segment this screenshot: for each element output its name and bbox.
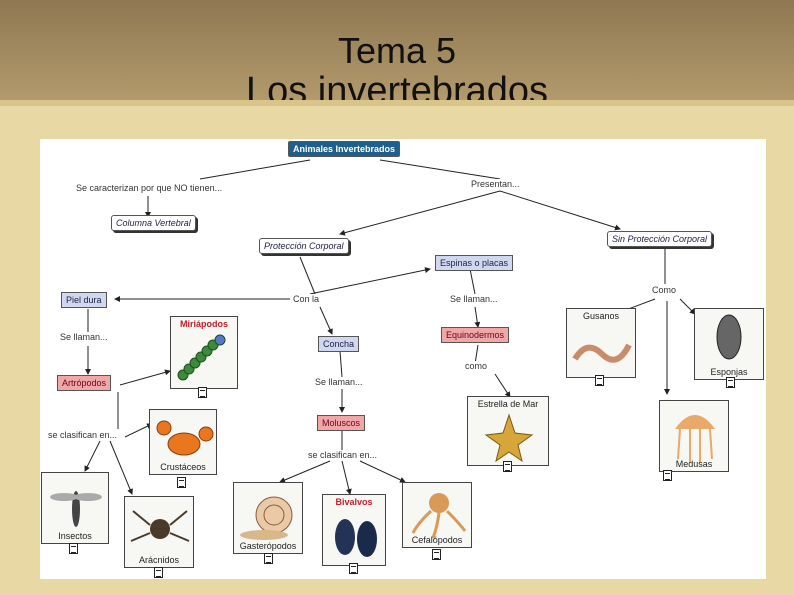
millipede-icon	[177, 334, 226, 381]
starfish-icon	[484, 413, 534, 463]
node-root[interactable]: Animales Invertebrados	[288, 141, 401, 157]
note-icon[interactable]	[432, 549, 441, 560]
image-crustaceos[interactable]: Crustáceos	[149, 409, 217, 475]
jellyfish-icon	[675, 415, 715, 463]
label-cefalopodos: Cefalópodos	[411, 535, 463, 545]
label-gasteropodos: Gasterópodos	[239, 541, 297, 551]
label-estrella-de-mar: Estrella de Mar	[477, 399, 539, 409]
image-medusas[interactable]: Medusas	[659, 400, 729, 472]
image-gusanos[interactable]: Gusanos	[566, 308, 636, 378]
label-insectos: Insectos	[58, 531, 92, 541]
link-se-llaman-concha: Se llaman...	[315, 377, 363, 387]
image-bivalvos[interactable]: Bivalvos	[322, 494, 386, 566]
note-icon[interactable]	[154, 567, 163, 578]
link-se-llaman-espinas: Se llaman...	[450, 294, 498, 304]
slide-subtitle: Los invertebrados	[245, 70, 549, 112]
image-esponjas[interactable]: Esponjas	[694, 308, 764, 380]
label-aracnidos: Arácnidos	[138, 555, 180, 565]
link-se-clasifican-moluscos: se clasifican en...	[308, 450, 378, 460]
crab-icon	[156, 420, 214, 456]
node-sin-proteccion[interactable]: Sin Protección Corporal	[607, 231, 713, 247]
label-miriapodos: Miriápodos	[179, 319, 228, 329]
node-equinodermos[interactable]: Equinodermos	[441, 327, 510, 343]
slide-title: Tema 5	[337, 30, 457, 71]
label-bivalvos: Bivalvos	[335, 497, 373, 507]
note-icon[interactable]	[177, 477, 186, 488]
node-moluscos[interactable]: Moluscos	[317, 415, 366, 431]
concept-map: Animales Invertebrados Se caracterizan p…	[40, 139, 766, 579]
label-gusanos: Gusanos	[582, 311, 620, 321]
note-icon[interactable]	[69, 543, 78, 554]
spider-icon	[130, 510, 190, 542]
link-con-la: Con la	[293, 294, 320, 304]
snail-icon	[240, 496, 293, 540]
link-como-sin-proteccion: Como	[652, 285, 677, 295]
link-presentan: Presentan...	[471, 179, 520, 189]
sponge-icon	[716, 314, 742, 360]
mussel-icon	[335, 519, 377, 557]
connector-lines	[84, 159, 696, 495]
node-columna-vertebral[interactable]: Columna Vertebral	[111, 215, 196, 231]
node-proteccion-corporal[interactable]: Protección Corporal	[259, 238, 349, 254]
link-como-equinodermos: como	[465, 361, 488, 371]
image-gasteropodos[interactable]: Gasterópodos	[233, 482, 303, 554]
node-artropodos[interactable]: Artrópodos	[57, 375, 112, 391]
note-icon[interactable]	[595, 375, 604, 386]
node-concha[interactable]: Concha	[318, 336, 360, 352]
octopus-icon	[411, 493, 467, 539]
image-insectos[interactable]: Insectos	[41, 472, 109, 544]
node-piel-dura[interactable]: Piel dura	[61, 292, 107, 308]
image-aracnidos[interactable]: Arácnidos	[124, 496, 194, 568]
note-icon[interactable]	[663, 470, 672, 481]
image-cefalopodos[interactable]: Cefalópodos	[402, 482, 472, 548]
slide-header	[0, 0, 794, 100]
node-espinas[interactable]: Espinas o placas	[435, 255, 514, 271]
image-estrella-de-mar[interactable]: Estrella de Mar	[467, 396, 549, 466]
note-icon[interactable]	[349, 563, 358, 574]
image-miriapodos[interactable]: Miriápodos	[170, 316, 238, 389]
worm-icon	[572, 343, 632, 363]
note-icon[interactable]	[503, 461, 512, 472]
link-se-llaman-piel: Se llaman...	[60, 332, 108, 342]
label-crustaceos: Crustáceos	[160, 462, 206, 472]
link-se-clasifican-artropodos: se clasifican en...	[48, 430, 118, 440]
fly-icon	[50, 491, 102, 527]
label-esponjas: Esponjas	[710, 367, 748, 377]
note-icon[interactable]	[264, 553, 273, 564]
label-medusas: Medusas	[675, 459, 713, 469]
note-icon[interactable]	[198, 387, 207, 398]
link-caracterizan: Se caracterizan por que NO tienen...	[76, 183, 223, 193]
header-separator	[0, 100, 794, 106]
note-icon[interactable]	[726, 377, 735, 388]
